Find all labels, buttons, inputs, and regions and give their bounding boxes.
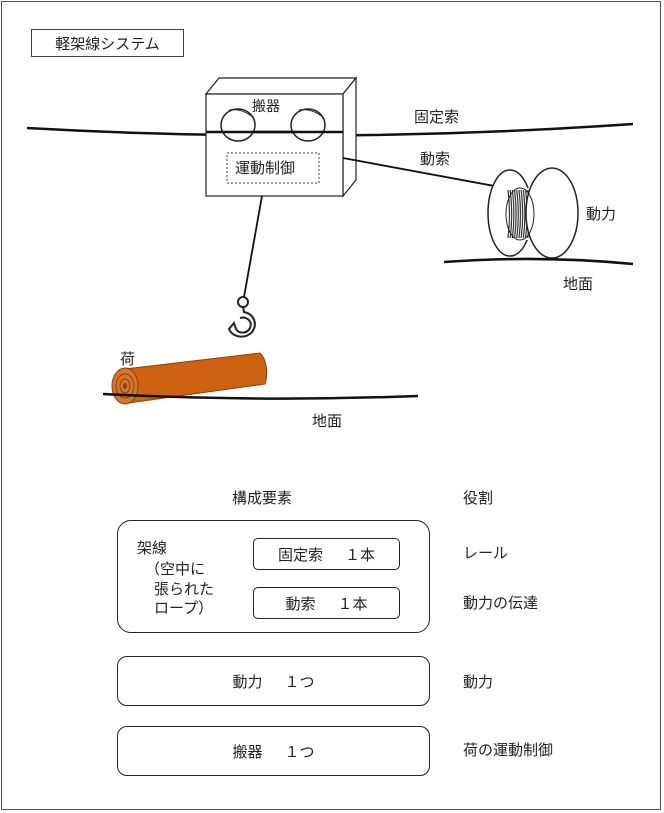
moving-rope-line: [342, 157, 517, 191]
component-name: 動力: [232, 672, 263, 691]
coil-winding: [522, 189, 526, 239]
coil-winding: [516, 189, 519, 239]
component-power: 動力 １つ: [117, 656, 430, 706]
page-title: 軽架線システム: [31, 29, 184, 57]
header-components: 構成要素: [232, 489, 293, 507]
component-name: 固定索: [277, 545, 323, 564]
coil-winding: [520, 189, 524, 239]
cable-group-desc-2: 張られた: [154, 580, 215, 598]
pulley-left: [220, 108, 256, 142]
component-moving-rope: 動索 １本: [253, 587, 400, 619]
component-qty: １つ: [284, 672, 315, 691]
role-carriage: 荷の運動制御: [463, 741, 554, 759]
ground-right-line: [443, 257, 634, 266]
component-qty: １本: [345, 545, 376, 564]
coil-winding: [507, 189, 511, 239]
power-label: 動力: [586, 205, 617, 223]
cable-group-desc-3: ロープ）: [154, 599, 214, 617]
load-label: 荷: [120, 350, 136, 368]
fixed-rope-label: 固定索: [414, 108, 460, 126]
ground-right-label: 地面: [563, 275, 594, 293]
ground-bottom-line: [102, 392, 419, 400]
coil-winding: [514, 189, 517, 239]
control-unit-box: [226, 152, 320, 184]
cable-group-name: 架線: [137, 539, 168, 557]
component-carriage: 搬器 １つ: [117, 726, 430, 776]
winch: [487, 167, 579, 259]
header-role: 役割: [463, 489, 494, 507]
hoist-rope: [243, 195, 263, 298]
control-label: 運動制御: [235, 159, 296, 177]
hook-icon: [227, 296, 256, 338]
coil-winding: [518, 189, 522, 239]
component-name: 動索: [285, 594, 316, 613]
component-name: 搬器: [232, 742, 263, 761]
pulley-right: [290, 108, 326, 142]
role-moving-rope: 動力の伝達: [463, 594, 539, 612]
component-qty: １つ: [284, 742, 315, 761]
role-fixed-rope: レール: [463, 544, 509, 562]
component-qty: １本: [337, 594, 368, 613]
ground-bottom-label: 地面: [312, 412, 343, 430]
role-power: 動力: [463, 673, 494, 691]
carriage-label: 搬器: [252, 99, 280, 115]
coil-winding: [511, 189, 515, 239]
moving-rope-label: 動索: [420, 150, 451, 168]
cable-group-desc-1: （空中に: [145, 560, 206, 578]
carriage-box: [204, 76, 358, 198]
component-fixed-rope: 固定索 １本: [253, 538, 400, 570]
